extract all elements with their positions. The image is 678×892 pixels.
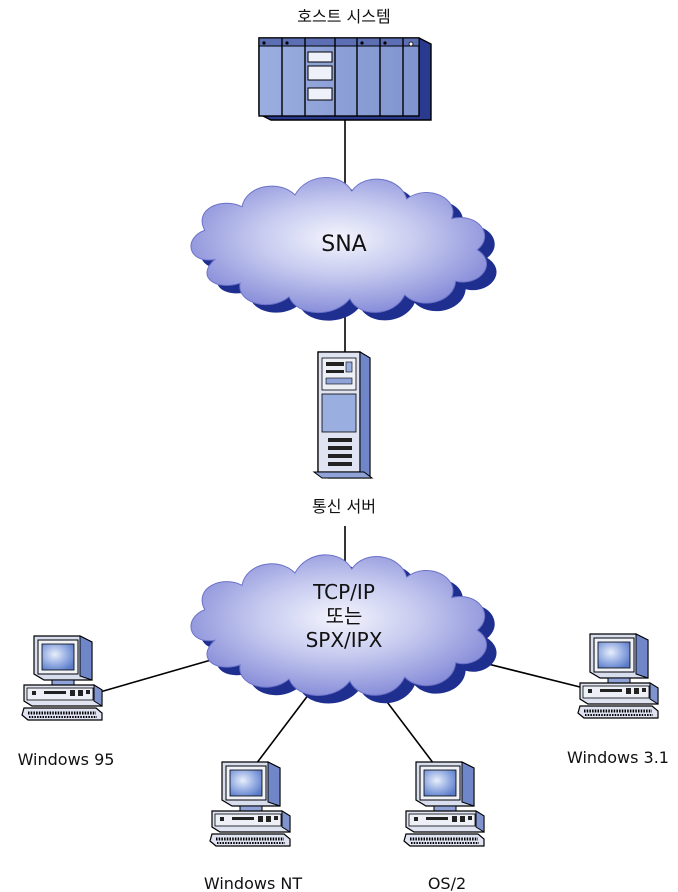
host-system-icon	[258, 37, 432, 121]
sna-label: SNA	[321, 232, 366, 257]
client-label-windows31: Windows 3.1	[567, 748, 669, 767]
communication-server-icon	[312, 351, 374, 479]
lan-to-winnt-line	[249, 689, 313, 773]
lan-protocol-line2: 또는	[326, 604, 363, 628]
client-label-windows95: Windows 95	[18, 750, 115, 769]
lan-protocol-line3: SPX/IPX	[306, 628, 383, 652]
lan-protocol-line1: TCP/IP	[312, 580, 375, 604]
client-label-windowsnt: Windows NT	[204, 874, 302, 892]
host-system-label: 호스트 시스템	[297, 7, 390, 26]
os2-computer-icon	[402, 760, 486, 848]
windows31-computer-icon	[576, 632, 660, 720]
windowsnt-computer-icon	[208, 760, 292, 848]
lan-to-os2-line	[377, 689, 441, 773]
windows95-computer-icon	[20, 634, 104, 722]
communication-server-label: 통신 서버	[312, 497, 376, 516]
lan-to-win95-line	[99, 657, 219, 693]
client-label-os2: OS/2	[428, 874, 466, 892]
